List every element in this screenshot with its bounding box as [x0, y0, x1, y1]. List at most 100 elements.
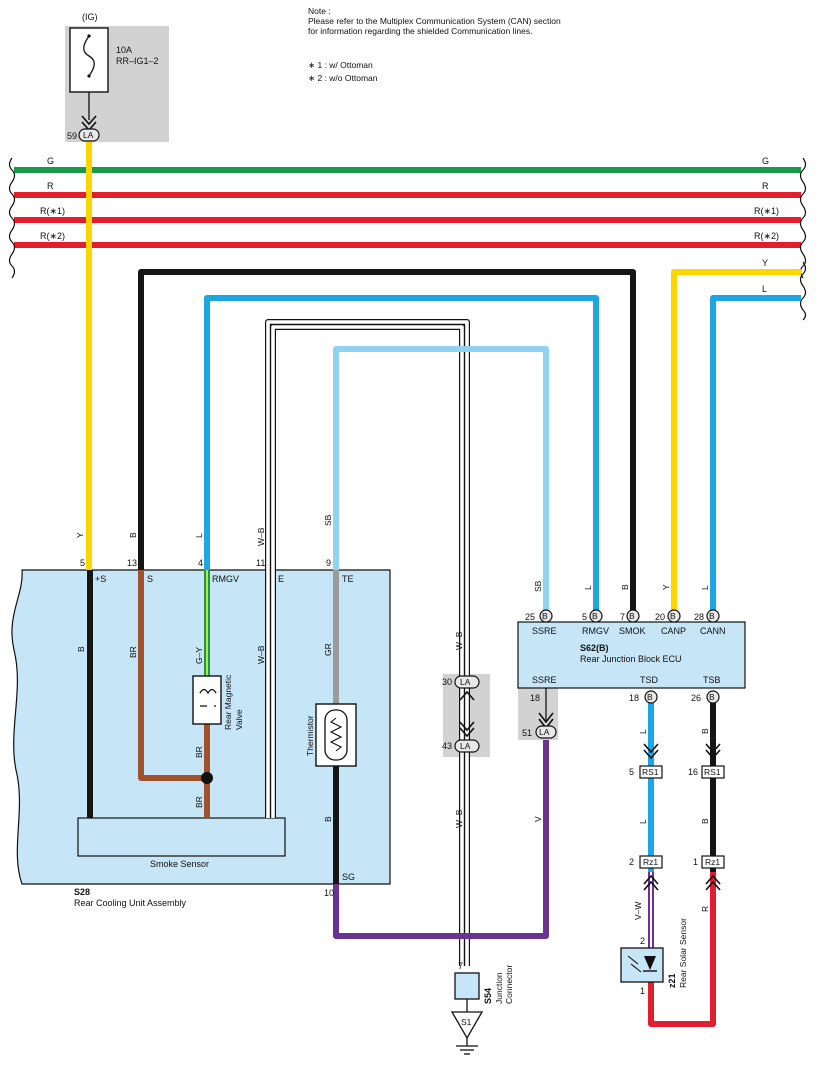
ecu-top-term-3: CANP	[661, 626, 686, 636]
resistor-icon	[329, 717, 343, 752]
ecu-conn-b: B	[709, 692, 715, 702]
rear-magnetic-valve-box	[192, 675, 222, 725]
label-wb: W–B	[256, 527, 266, 546]
la-connector-43	[454, 739, 480, 753]
fuse-block: (IG) 10A RR–IG1–2 59	[65, 12, 169, 142]
rs1-pin-16: 16	[688, 767, 698, 777]
fuse-rating: 10A	[116, 45, 132, 55]
bus-label-r1-right: R(∗1)	[754, 206, 779, 216]
wire-br-smoke	[138, 570, 210, 818]
label-l-lower: L	[638, 819, 648, 824]
wire-v	[333, 740, 549, 939]
s28-code: S28	[74, 887, 90, 897]
ecu-conn-b: B	[670, 611, 676, 621]
label-b: B	[128, 532, 138, 538]
label-r-solar: R	[700, 906, 710, 912]
s28-term-rmgv: RMGV	[212, 574, 239, 584]
ecu-connector-pin	[589, 609, 603, 623]
label-sb: SB	[323, 514, 333, 526]
label-br-valve: BR	[194, 746, 204, 758]
ecu-conn-b: B	[629, 611, 635, 621]
smoke-sensor-label: Smoke Sensor	[150, 859, 209, 869]
connector-arrow-icon	[705, 874, 721, 891]
s28-term-te: TE	[342, 574, 354, 584]
ecu-top-term-2: SMOK	[619, 626, 646, 636]
label-sb-ecu: SB	[533, 580, 543, 592]
rz1-connector-1	[701, 855, 725, 869]
s28-term-ps: +S	[95, 574, 106, 584]
s28-components: Rear Magnetic Valve Thermistor	[192, 674, 357, 767]
note-legend-1: ∗ 1 : w/ Ottoman	[308, 60, 373, 70]
s54-name-1: Junction	[494, 972, 504, 1004]
rs1-rz1: RS1 RS1 5 16 Rz1 Rz1 2 1	[629, 743, 725, 891]
fuse-terminal-icon	[87, 34, 91, 38]
s28-pin-5: 5	[80, 558, 85, 568]
rs1-name: RS1	[642, 767, 659, 777]
break-mark-icon	[799, 157, 807, 279]
light-rays-icon	[627, 955, 642, 973]
label-vw: V–W	[633, 902, 643, 920]
label-l: L	[194, 533, 204, 538]
ecu-conn-b: B	[542, 611, 548, 621]
bus-label-r-left: R	[47, 181, 54, 191]
fuse-power-label: (IG)	[82, 12, 98, 22]
fuse-terminal-icon	[87, 74, 91, 78]
label-l-rmgv: L	[583, 585, 593, 590]
wire-l-cann	[710, 295, 801, 612]
break-mark-icon	[799, 261, 807, 321]
rs1-pin-5: 5	[629, 767, 634, 777]
bus-label-r2-right: R(∗2)	[754, 231, 779, 241]
ecu-top-term-1: RMGV	[582, 626, 609, 636]
label-wb-lower: W–B	[454, 809, 464, 828]
ecu-connector-pin	[706, 609, 720, 623]
la-inline: LA 30 LA 43	[442, 675, 480, 753]
label-y-canp: Y	[661, 584, 671, 590]
ecu-top-term-0: SSRE	[532, 626, 557, 636]
bus-label-r2-left: R(∗2)	[40, 231, 65, 241]
ecu-conn-b: B	[647, 692, 653, 702]
fuse-pin: 59	[67, 131, 77, 141]
label-b-smok: B	[620, 584, 630, 590]
label-wb-upper: W–B	[454, 631, 464, 650]
note-legend-2: ∗ 2 : w/o Ottoman	[308, 73, 378, 83]
ecu-bottom-pin-1: 18	[629, 693, 639, 703]
bus-label-y-right: Y	[762, 258, 768, 268]
s28-pin-13: 13	[127, 558, 137, 568]
ecu-top-pin-4: 28	[694, 612, 704, 622]
ground-triangle-icon	[450, 1011, 484, 1040]
s28-box	[11, 569, 391, 885]
ecu-connector-pin	[667, 609, 681, 623]
z21-name: Rear Solar Sensor	[678, 918, 688, 988]
ecu-connector-pin	[644, 690, 658, 704]
ecu-top-pin-0: 25	[525, 612, 535, 622]
ecu-bottom-term-0: SSRE	[532, 675, 557, 685]
ecu-connector-pin	[706, 690, 720, 704]
bus-label-r1-left: R(∗1)	[40, 206, 65, 216]
s54-pin-7: 7	[458, 961, 463, 971]
ecu-conn-b: B	[709, 611, 715, 621]
ecu-connector-pin	[539, 609, 553, 623]
ecu-conn-b: B	[592, 611, 598, 621]
label-l-cann: L	[700, 585, 710, 590]
fuse-la-connector	[78, 128, 100, 142]
wire-y-canp	[671, 269, 801, 612]
rz1-pin-2: 2	[629, 857, 634, 867]
ground-s1: S1	[461, 1017, 472, 1027]
wire-color-labels: Y B L W–B SB B BR G–Y W–B GR BR BR B W–B…	[75, 514, 710, 920]
wire-r-solar	[648, 872, 716, 1027]
wires	[86, 142, 801, 1027]
thermistor-label: Thermistor	[305, 715, 315, 756]
s54-name-2: Connector	[504, 965, 514, 1004]
fuse-la-conn: LA	[83, 130, 94, 140]
note-line-1: Please refer to the Multiplex Communicat…	[308, 16, 561, 26]
fuse-la: LA	[78, 115, 100, 142]
note: Note : Please refer to the Multiplex Com…	[308, 6, 561, 83]
s28-name: Rear Cooling Unit Assembly	[74, 898, 187, 908]
s28-pin-11: 11	[256, 558, 265, 568]
ecu-top-pin-1: 5	[582, 612, 587, 622]
s28-term-s: S	[147, 574, 153, 584]
s54-code: S54	[483, 988, 493, 1004]
wire-wb2	[271, 325, 464, 966]
s54-junction-connector: 7 S54 Junction Connector S1	[450, 961, 514, 1055]
s28-rear-cooling-unit: Smoke Sensor S28 Rear Cooling Unit Assem…	[11, 569, 391, 908]
